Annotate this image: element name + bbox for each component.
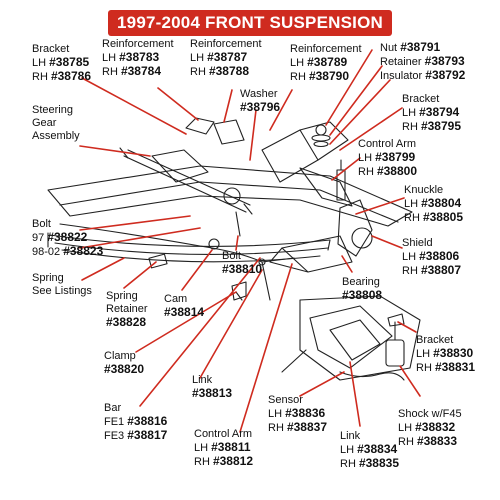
leader-cam: [181, 249, 213, 291]
leader-spring: [81, 257, 125, 281]
label-bolt-left: Bolt 97 #38822 98-02 #38823: [32, 218, 104, 258]
leader-shield: [371, 235, 403, 249]
label-control-arm-lower: Control Arm LH #38811 RH #38812: [194, 428, 253, 468]
upper-control-arm: [299, 167, 353, 207]
leader-nut: [325, 49, 373, 126]
title-banner: 1997-2004 FRONT SUSPENSION: [108, 10, 392, 36]
leader-bracket-lower: [397, 321, 417, 333]
label-link-mid: Link #38813: [192, 374, 233, 400]
leader-insulator: [329, 79, 391, 145]
stabilizer-link: [261, 261, 271, 301]
bracket-lower-shape: [387, 313, 405, 327]
leader-reinforcement-1: [157, 87, 199, 121]
leader-retainer: [329, 65, 383, 136]
label-knuckle: Knuckle LH #38804 RH #38805: [404, 184, 463, 224]
leader-bolt-left: [79, 215, 191, 231]
clamp-shape: [231, 281, 247, 301]
leader-steering: [79, 145, 151, 157]
nut-shape: [315, 124, 327, 136]
reinforcement-2-shape: [213, 119, 245, 145]
bolt-shape: [235, 211, 241, 237]
label-bar: Bar FE1 #38816 FE3 #38817: [104, 402, 168, 442]
label-sensor: Sensor LH #38836 RH #38837: [268, 394, 327, 434]
label-bearing: Bearing #38808: [342, 276, 383, 302]
leader-shock: [399, 365, 421, 397]
label-spring: Spring See Listings: [32, 272, 92, 297]
label-washer: Washer #38796: [240, 88, 281, 114]
label-bolt-center: Bolt #38810: [222, 250, 263, 276]
leader-control-arm-upper: [331, 157, 361, 181]
leader-knuckle: [355, 197, 405, 215]
leader-clamp: [135, 291, 237, 353]
label-nut: Nut #38791 Retainer #38793 Insulator #38…: [380, 40, 466, 83]
leader-sensor: [299, 371, 345, 397]
crossmember-outline: [47, 165, 413, 227]
label-reinforcement-1: Reinforcement LH #38783 RH #38784: [102, 38, 174, 78]
leader-reinforcement-3: [269, 89, 293, 131]
shock-f45-body: [385, 339, 405, 367]
leader-link-mid: [199, 269, 263, 379]
label-bracket-right: Bracket LH #38794 RH #38795: [402, 93, 461, 133]
reinforcement-1-shape: [185, 117, 215, 135]
label-spring-retainer: Spring Retainer #38828: [106, 290, 148, 329]
leader-spring-retainer: [123, 261, 157, 289]
page-title: 1997-2004 FRONT SUSPENSION: [117, 13, 383, 32]
label-reinforcement-2: Reinforcement LH #38787 RH #38788: [190, 38, 262, 78]
knuckle-shape: [337, 199, 373, 257]
leader-bar: [139, 257, 261, 407]
label-control-arm-upper: Control Arm LH #38799 RH #38800: [358, 138, 417, 178]
label-bracket-top: Bracket LH #38785 RH #38786: [32, 43, 91, 83]
label-shield: Shield LH #38806 RH #38807: [402, 237, 461, 277]
leader-bolt-left-2: [79, 227, 201, 249]
leader-bracket-right: [339, 107, 403, 151]
leader-washer: [249, 109, 257, 161]
lower-control-arm: [281, 235, 353, 273]
leader-bolt-center: [235, 235, 239, 251]
leader-control-arm-lower: [239, 263, 293, 433]
stabilizer-bar: [59, 223, 295, 263]
label-link-lower: Link LH #38834 RH #38835: [340, 430, 399, 470]
spring-retainer-shape: [148, 253, 168, 269]
cam-shape: [208, 238, 220, 250]
label-bracket-lower: Bracket LH #38830 RH #38831: [416, 334, 475, 374]
label-clamp: Clamp #38820: [104, 350, 145, 376]
leaf-spring: [49, 234, 331, 247]
label-cam: Cam #38814: [164, 293, 205, 319]
label-reinforcement-3: Reinforcement LH #38789 RH #38790: [290, 43, 362, 83]
label-shock: Shock w/F45 LH #38832 RH #38833: [398, 408, 462, 448]
inset-frame: [299, 295, 421, 381]
leader-reinforcement-2: [223, 89, 233, 123]
leader-bracket-top: [81, 77, 187, 135]
leader-link-lower: [349, 361, 361, 427]
label-steering-gear: Steering Gear Assembly: [32, 104, 80, 142]
leader-bearing: [341, 255, 353, 273]
